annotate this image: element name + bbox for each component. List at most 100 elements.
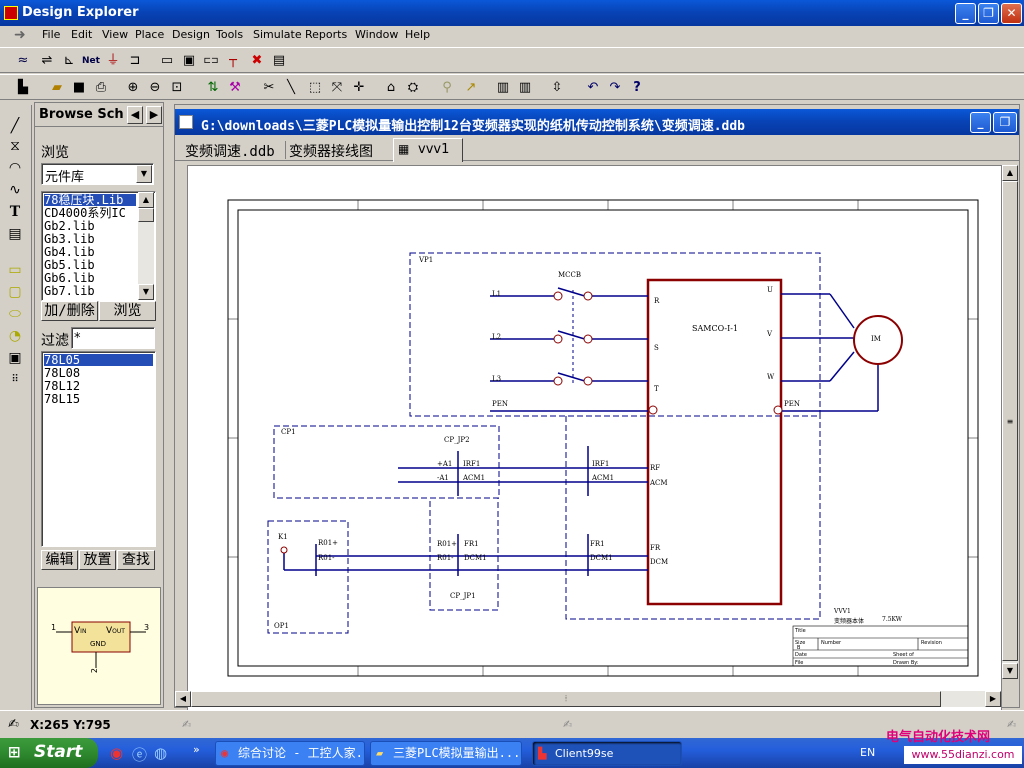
part-icon[interactable]: ⊐	[129, 53, 141, 68]
open-icon[interactable]: ▰	[52, 80, 62, 95]
library-item[interactable]: Gb2.lib	[44, 219, 95, 233]
bus-entry-icon[interactable]: ⊾	[63, 53, 75, 68]
design-manager-icon[interactable]: ▙	[18, 80, 28, 95]
help-icon[interactable]: ?	[633, 80, 641, 95]
print-icon[interactable]: ⎙	[95, 80, 107, 95]
library-item[interactable]: Gb3.lib	[44, 232, 95, 246]
component-item[interactable]: 78L05	[44, 354, 153, 366]
rounded-rectangle-icon[interactable]: ▢	[8, 284, 22, 300]
library-scrollbar[interactable]: ▲ ▼	[138, 192, 154, 300]
scroll-down-button[interactable]: ▼	[1002, 663, 1018, 679]
arc-icon[interactable]: ◠	[8, 160, 22, 176]
browse-library-icon[interactable]: ⌂	[386, 80, 396, 95]
port-icon[interactable]: ⊏⊐	[203, 56, 219, 66]
browse-button[interactable]: 浏览	[99, 301, 156, 321]
paste-icon[interactable]: ╲	[287, 80, 295, 95]
scroll-up-button[interactable]: ▲	[1002, 165, 1018, 181]
line-icon[interactable]: ╱	[10, 118, 20, 134]
minimize-button[interactable]: _	[955, 3, 976, 24]
tab-vvv1[interactable]: ▦ vvv1	[393, 138, 463, 162]
filter-input[interactable]: *	[71, 327, 155, 349]
move-icon[interactable]: ✛	[353, 80, 365, 95]
language-indicator[interactable]: EN	[860, 746, 876, 759]
menu-arrow-icon[interactable]: ➜	[14, 27, 26, 43]
bezier-icon[interactable]: ∿	[9, 182, 21, 198]
run-icon[interactable]: ↗	[465, 80, 477, 95]
sheet-entry-icon[interactable]: ▣	[182, 53, 196, 68]
book-icon[interactable]: ▥	[496, 80, 510, 95]
library-list[interactable]: 78稳压块.Lib CD4000系列IC Gb2.lib Gb3.lib Gb4…	[41, 191, 156, 301]
edit-button[interactable]: 编辑	[41, 550, 78, 570]
quicklaunch-globe-icon[interactable]: ◍	[154, 744, 168, 762]
no-erc-icon[interactable]: ✖	[251, 53, 263, 68]
cut-icon[interactable]: ✂	[263, 80, 275, 95]
library-item[interactable]: 78稳压块.Lib	[44, 194, 136, 206]
menu-edit[interactable]: Edit	[71, 28, 93, 41]
menu-design[interactable]: Design	[172, 28, 210, 41]
add-remove-button[interactable]: 加/删除	[41, 301, 98, 321]
wire-icon[interactable]: ≈	[17, 53, 29, 68]
menu-view[interactable]: View	[102, 28, 129, 41]
close-button[interactable]: ✕	[1001, 3, 1022, 24]
find-button[interactable]: 查找	[117, 550, 155, 570]
quicklaunch-more-icon[interactable]: »	[193, 743, 200, 756]
chevron-down-icon[interactable]: ▼	[136, 165, 152, 183]
quicklaunch-ie-icon[interactable]: ⓔ	[132, 746, 148, 764]
component-item[interactable]: 78L08	[44, 366, 81, 380]
vertical-scroll-thumb[interactable]: ≡	[1002, 181, 1018, 661]
browse-type-select[interactable]: 元件库 ▼	[41, 163, 154, 185]
zoom-fit-icon[interactable]: ⊡	[171, 80, 183, 95]
library-item[interactable]: Gb4.lib	[44, 245, 95, 259]
rectangle-icon[interactable]: ▭	[8, 262, 22, 278]
tab-prev-button[interactable]: ◀	[127, 106, 143, 124]
undo-icon[interactable]: ↶	[587, 80, 599, 95]
menu-reports[interactable]: Reports	[305, 28, 348, 41]
scroll-right-button[interactable]: ▶	[985, 691, 1001, 707]
menu-place[interactable]: Place	[135, 28, 165, 41]
menu-window[interactable]: Window	[355, 28, 399, 41]
array-icon[interactable]: ⠿	[11, 374, 19, 385]
image-icon[interactable]: ▣	[8, 350, 22, 366]
component-list[interactable]: 78L05 78L08 78L12 78L15	[41, 351, 156, 547]
grid-icon[interactable]: ⇳	[551, 80, 563, 95]
task-client99se[interactable]: ▙ Client99se	[532, 741, 682, 766]
wand-icon[interactable]: ⚒	[229, 80, 241, 95]
schematic-canvas[interactable]: VP1 CP1 OP1 MCCB L1 L2 L3 PEN PEN SAMCO-…	[187, 165, 1002, 739]
browse-tab[interactable]: Browse Sch	[39, 107, 124, 122]
pie-icon[interactable]: ◔	[8, 328, 22, 344]
deselect-icon[interactable]: ⤧	[331, 80, 343, 95]
net-label-icon[interactable]: Net	[82, 56, 100, 66]
component-item[interactable]: 78L12	[44, 379, 81, 393]
sheet-symbol-icon[interactable]: ▭	[160, 53, 174, 68]
scroll-left-button[interactable]: ◀	[175, 691, 191, 707]
text-icon[interactable]: T	[9, 204, 21, 220]
text-frame-icon[interactable]: ▤	[8, 226, 22, 242]
place-button[interactable]: 放置	[79, 550, 116, 570]
save-icon[interactable]: ■	[72, 80, 86, 95]
vertical-scrollbar[interactable]: ▲ ≡ ▼	[1002, 165, 1018, 679]
library-item[interactable]: Gb5.lib	[44, 258, 95, 272]
hierarchy-icon[interactable]: ⇅	[207, 80, 219, 95]
zoom-in-icon[interactable]: ⊕	[127, 80, 139, 95]
start-button[interactable]: ⊞ Start	[0, 738, 98, 768]
pcb-layout-icon[interactable]: ▤	[272, 53, 286, 68]
library-item[interactable]: CD4000系列IC	[44, 206, 126, 220]
task-folder[interactable]: ▰ 三菱PLC模拟量输出...	[370, 741, 522, 766]
add-library-icon[interactable]: ⛭	[407, 80, 419, 95]
maximize-button[interactable]: ❐	[978, 3, 999, 24]
menu-file[interactable]: File	[42, 28, 61, 41]
horizontal-scrollbar[interactable]: ◀ ⦙ ▶	[175, 691, 1001, 707]
tab-wiring[interactable]: 变频器接线图	[289, 144, 373, 160]
tab-ddb[interactable]: 变频调速.ddb	[185, 144, 275, 160]
menu-help[interactable]: Help	[405, 28, 431, 41]
tab-next-button[interactable]: ▶	[146, 106, 162, 124]
component-item[interactable]: 78L15	[44, 392, 81, 406]
library-item[interactable]: Gb6.lib	[44, 271, 95, 285]
junction-icon[interactable]: ┬	[229, 53, 237, 68]
doc-minimize-button[interactable]: _	[970, 112, 991, 133]
library-item[interactable]: Gb7.lib	[44, 284, 95, 298]
quicklaunch-app-icon[interactable]: ◉	[110, 744, 124, 762]
bus-icon[interactable]: ⇌	[41, 53, 53, 68]
probe-icon[interactable]: ⚲	[442, 80, 452, 95]
doc-maximize-button[interactable]: ❐	[993, 112, 1017, 133]
